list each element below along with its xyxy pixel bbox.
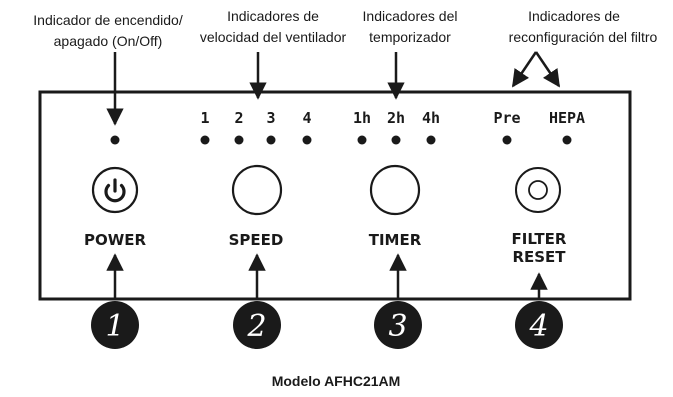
callout-timer-line2: temporizador	[369, 29, 451, 45]
filter-reset-label-line1: FILTER	[512, 230, 567, 248]
speed-level-2-label: 2	[234, 109, 243, 127]
speed-level-4-led	[302, 135, 312, 145]
timer-button-label: TIMER	[369, 231, 422, 249]
filter-hepa-led	[562, 135, 572, 145]
speed-level-1-label: 1	[200, 109, 209, 127]
filter-reset-label-line2: RESET	[512, 248, 566, 266]
badge-3-number: 3	[388, 309, 407, 344]
badge-2	[233, 301, 281, 349]
arrow-filter-hepa	[534, 51, 561, 88]
control-panel-frame	[38, 90, 632, 301]
timer-4h-label: 4h	[422, 109, 440, 127]
timer-2h-led	[391, 135, 401, 145]
power-icon	[104, 178, 126, 203]
badge-4-number: 4	[528, 309, 548, 344]
callout-fan-speed-line2: velocidad del ventilador	[200, 29, 347, 45]
power-button-label: POWER	[84, 231, 147, 249]
badge-3	[374, 301, 422, 349]
timer-1h-led	[357, 135, 367, 145]
filter-reset-button[interactable]	[515, 167, 561, 213]
callout-filter-reset-line1: Indicadores de	[528, 8, 620, 24]
speed-button[interactable]	[231, 164, 283, 216]
timer-2h-label: 2h	[387, 109, 405, 127]
callout-timer-line1: Indicadores del	[363, 8, 458, 24]
timer-4h-led	[426, 135, 436, 145]
callout-filter-reset-line2: reconfiguración del filtro	[509, 29, 658, 45]
model-label: Modelo AFHC21AM	[272, 373, 401, 389]
badge-4	[515, 301, 563, 349]
callout-power-indicator-line1: Indicador de encendido/	[33, 12, 183, 28]
speed-level-4-label: 4	[302, 109, 311, 127]
filter-pre-led	[502, 135, 512, 145]
badge-1-number: 1	[105, 309, 124, 344]
filter-hepa-label: HEPA	[549, 109, 585, 127]
speed-level-3-led	[266, 135, 276, 145]
callout-fan-speed-line1: Indicadores de	[227, 8, 319, 24]
power-indicator-led	[110, 135, 120, 145]
timer-1h-label: 1h	[353, 109, 371, 127]
speed-button-label: SPEED	[229, 231, 284, 249]
speed-level-3-label: 3	[266, 109, 275, 127]
badge-1	[91, 301, 139, 349]
arrow-filter-pre	[511, 51, 538, 88]
power-button[interactable]	[91, 166, 139, 214]
filter-pre-label: Pre	[493, 109, 520, 127]
badge-2-number: 2	[246, 309, 266, 344]
timer-button[interactable]	[369, 164, 421, 216]
speed-level-1-led	[200, 135, 210, 145]
speed-level-2-led	[234, 135, 244, 145]
callout-power-indicator-line2: apagado (On/Off)	[54, 33, 163, 49]
